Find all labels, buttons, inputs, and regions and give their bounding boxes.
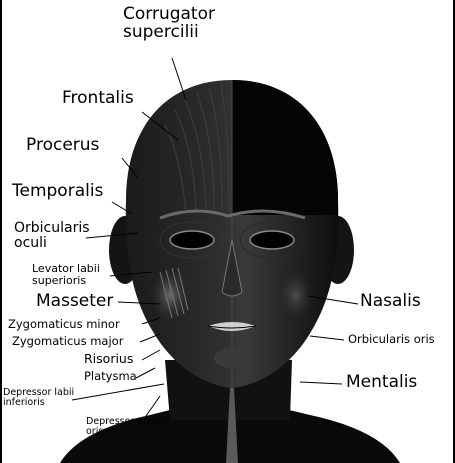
label-depressor-anguli-oris: Depressor anguli oris [86, 417, 167, 437]
label-zygomaticus-major: Zygomaticus major [12, 335, 123, 347]
label-nasalis: Nasalis [360, 293, 421, 311]
label-depressor-anguli-line2: oris [86, 427, 167, 437]
label-levator-line1: Levator labii [32, 263, 100, 275]
label-mentalis: Mentalis [346, 374, 417, 392]
label-platysma: Platysma [84, 370, 137, 382]
leader-platysma [136, 368, 155, 378]
leader-risorius [142, 350, 160, 360]
left-eye [170, 231, 214, 249]
label-levator-line2: superioris [32, 275, 100, 287]
leader-orbicularis-oris [310, 336, 344, 340]
cranium-right [232, 80, 338, 215]
leader-depressor-labii [72, 384, 164, 400]
label-masseter: Masseter [36, 293, 113, 311]
label-temporalis: Temporalis [12, 183, 103, 201]
leader-depressor-anguli [146, 396, 160, 416]
label-procerus: Procerus [26, 137, 99, 155]
label-frontalis: Frontalis [62, 90, 134, 108]
leader-mentalis [300, 382, 342, 384]
label-orbicularis-oculi-line2: oculi [14, 236, 90, 251]
label-depressor-labii-inferioris: Depressor labii inferioris [3, 388, 74, 408]
label-corrugator-supercilii: Corrugator supercilii [123, 6, 215, 42]
label-levator-labii-superioris: Levator labii superioris [32, 263, 100, 286]
right-eye [250, 231, 294, 249]
label-orbicularis-oculi: Orbicularis oculi [14, 221, 90, 250]
label-risorius: Risorius [84, 352, 133, 365]
label-depressor-labii-line2: inferioris [3, 398, 74, 408]
label-zygomaticus-minor: Zygomaticus minor [8, 318, 120, 330]
label-orbicularis-oculi-line1: Orbicularis [14, 221, 90, 236]
label-orbicularis-oris: Orbicularis oris [348, 333, 435, 345]
label-corrugator-line2: supercilii [123, 24, 215, 42]
